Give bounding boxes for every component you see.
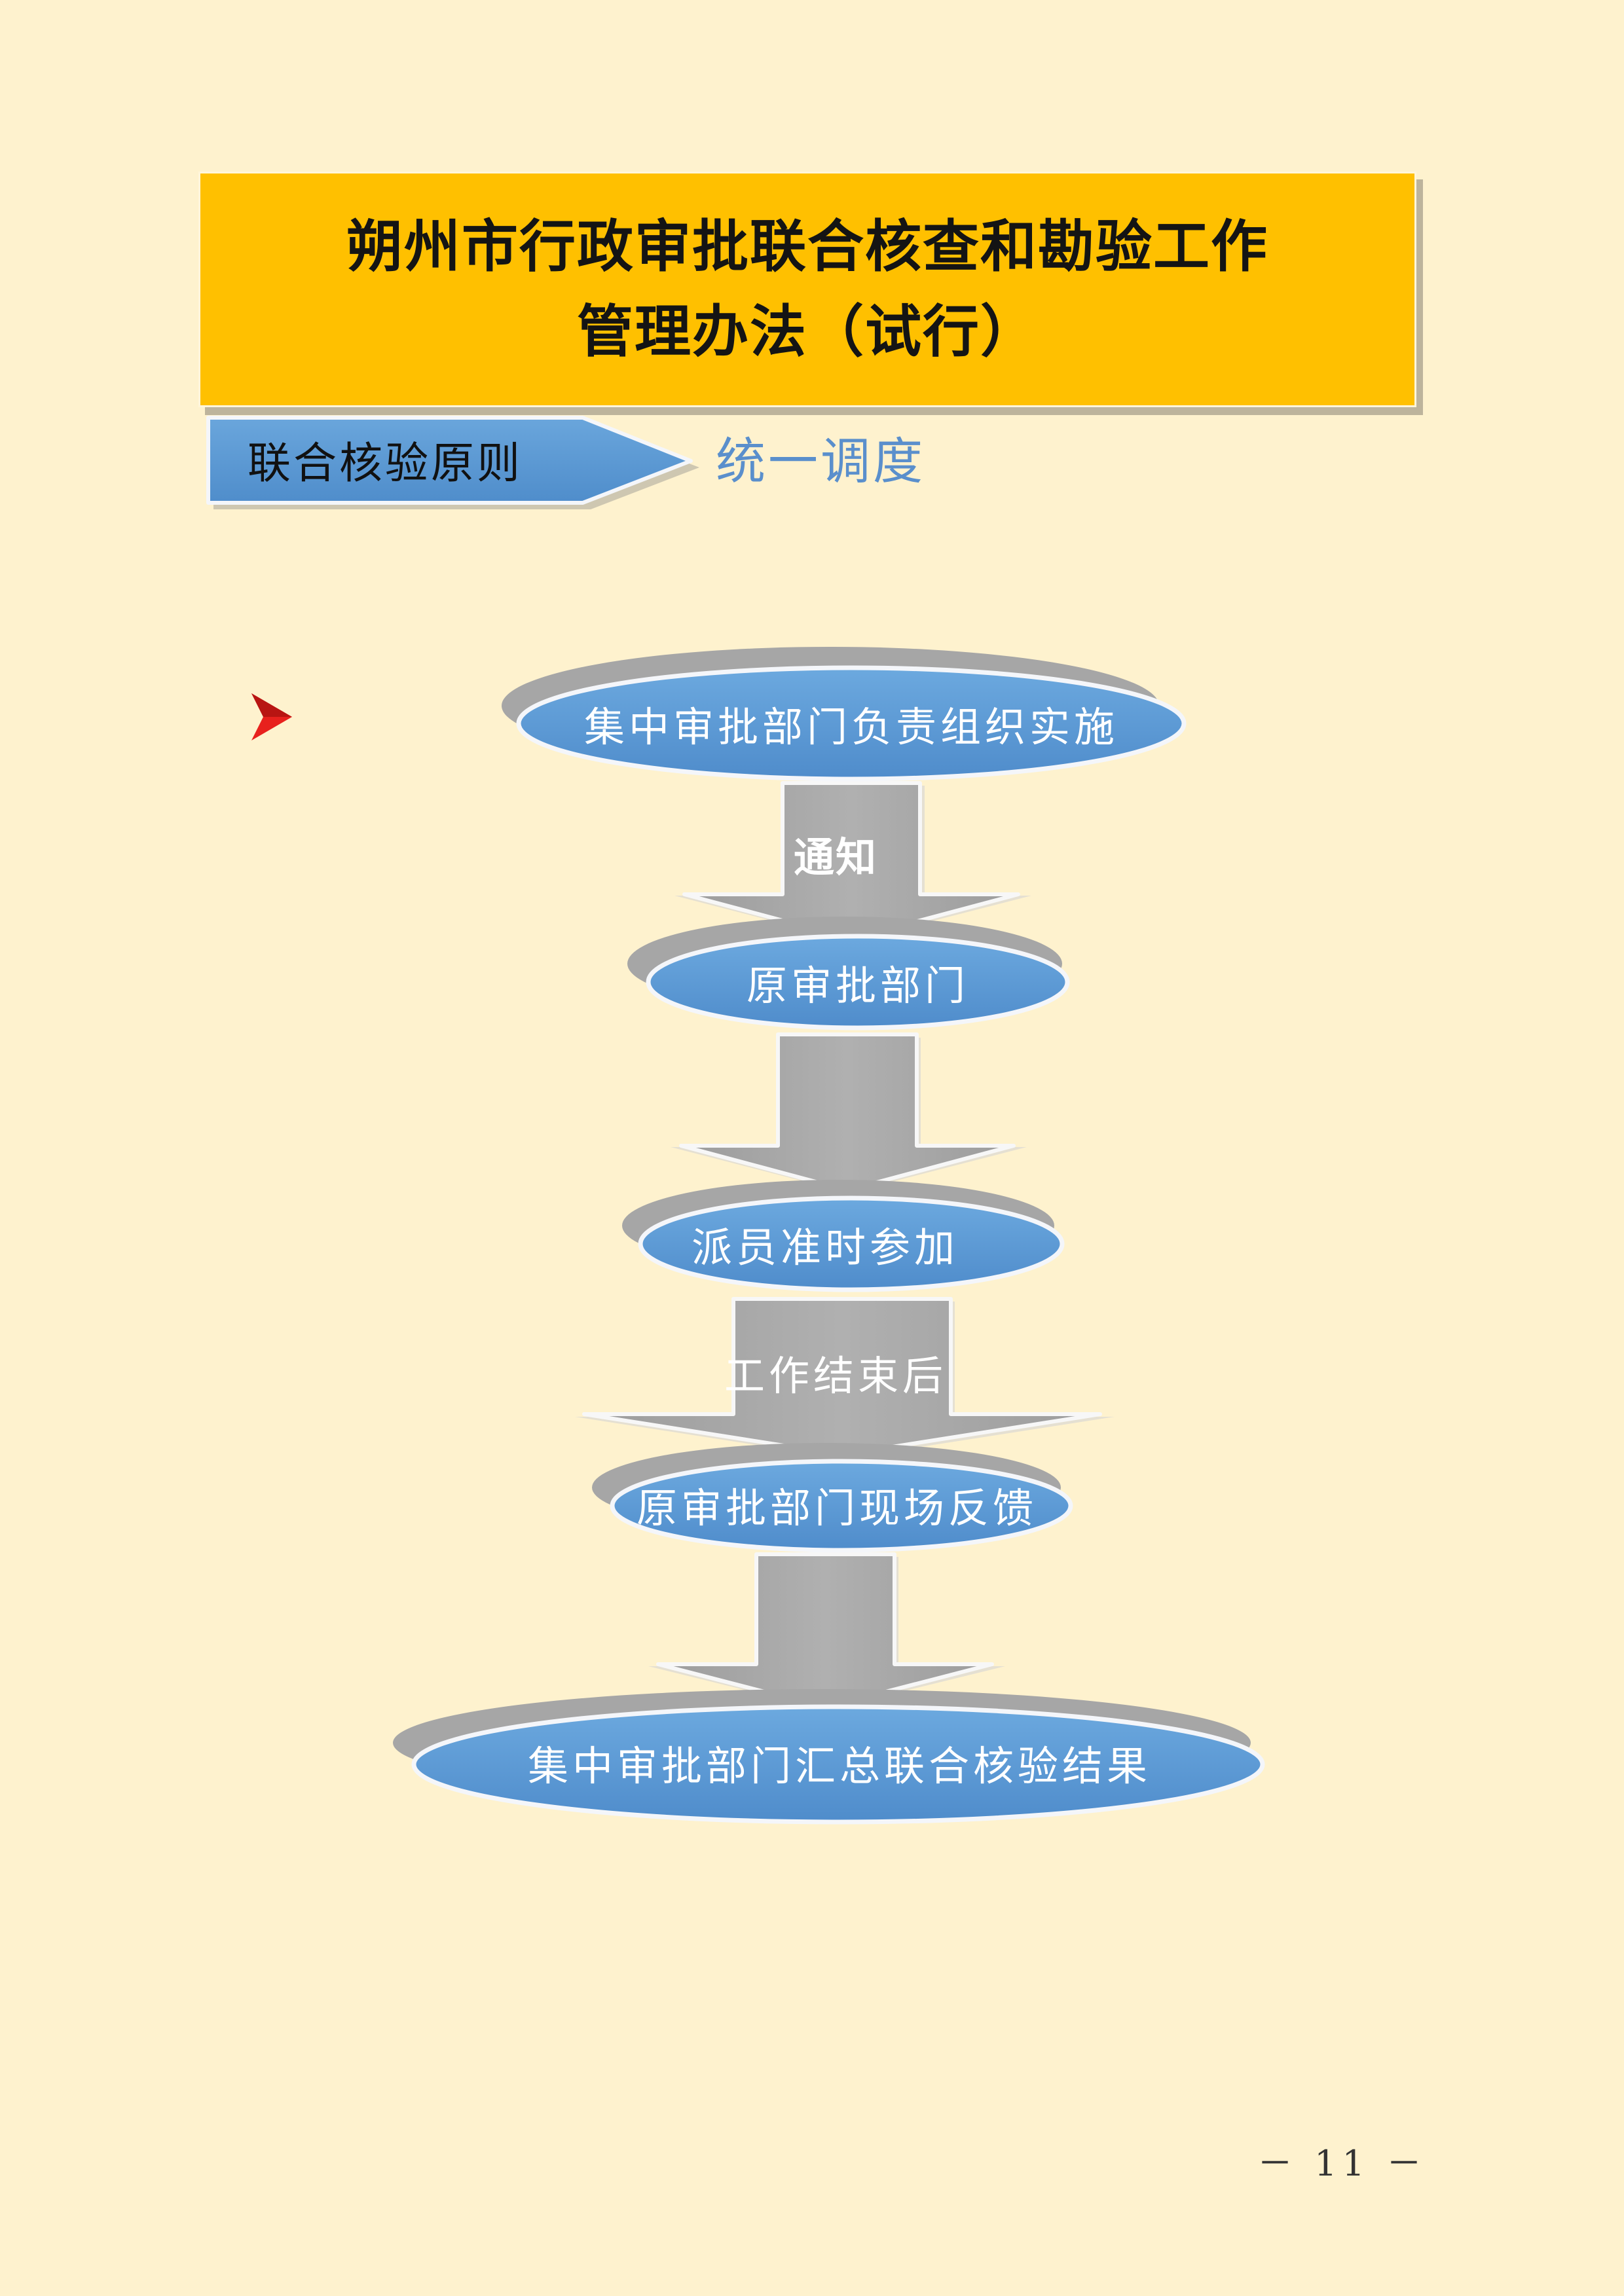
flow-edge-1-label: 通知 — [793, 833, 878, 881]
flow-node-1-shape — [502, 647, 1187, 782]
page-number: － 11 － — [1257, 2143, 1428, 2184]
principle-value: 统一调度 — [716, 432, 925, 490]
flow-node-2-label: 原审批部门 — [746, 962, 970, 1010]
flow-arrow-2 — [671, 1032, 1027, 1193]
flow-arrow-4 — [648, 1552, 1005, 1710]
document-title-line-2: 管理办法（试行） — [577, 299, 1038, 365]
flow-node-5-shape — [393, 1689, 1265, 1825]
flow-node-1-label: 集中审批部门负责组织实施 — [583, 703, 1119, 751]
arrowhead-bullet-icon — [251, 693, 292, 740]
document-title-line-1: 朔州市行政审批联合核查和勘验工作 — [346, 214, 1268, 280]
flow-arrow-1 — [674, 781, 1031, 941]
flow-node-5-label: 集中审批部门汇总联合核验结果 — [527, 1742, 1152, 1790]
flow-node-3-shape — [622, 1180, 1065, 1292]
principle-arrow-label — [206, 416, 699, 509]
flow-arrow-3 — [575, 1297, 1115, 1459]
flow-node-4-shape — [592, 1443, 1073, 1553]
principle-label: 联合核验原则 — [248, 438, 523, 488]
flow-node-3-label: 派员准时参加 — [691, 1224, 959, 1271]
flow-edge-3-label: 工作结束后 — [724, 1352, 948, 1400]
flow-node-4-label: 原审批部门现场反馈 — [636, 1484, 1038, 1532]
title-banner: 朔州市行政审批联合核查和勘验工作 管理办法（试行） — [198, 172, 1416, 407]
flow-node-2-shape — [627, 917, 1070, 1030]
